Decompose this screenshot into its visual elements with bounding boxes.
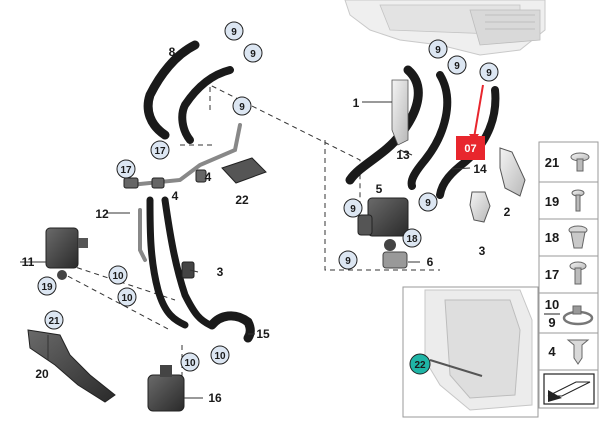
bubble-9-h: 9 bbox=[418, 192, 438, 212]
part-clip-3a bbox=[469, 191, 491, 223]
part-bracket-20 bbox=[27, 329, 116, 403]
bubble-9-b: 9 bbox=[243, 43, 263, 63]
label-part-5: 5 bbox=[376, 182, 383, 196]
label-part-14: 14 bbox=[473, 162, 487, 176]
svg-text:22: 22 bbox=[414, 360, 426, 371]
hardware-legend bbox=[538, 141, 599, 409]
highlight-flag bbox=[456, 136, 485, 160]
bubble-9-c: 9 bbox=[232, 96, 252, 116]
bubble-18: 18 bbox=[402, 228, 422, 248]
bubble-17-a: 17 bbox=[150, 140, 170, 160]
legend-4: 4 bbox=[548, 344, 556, 359]
bubble-9-i: 9 bbox=[338, 250, 358, 270]
bubble-callouts: 9 9 9 9 9 9 9 9 9 17 17 10 10 10 10 18 1… bbox=[37, 21, 499, 375]
label-part-20: 20 bbox=[35, 367, 49, 381]
label-part-3b: 3 bbox=[217, 265, 224, 279]
svg-text:9: 9 bbox=[350, 204, 356, 215]
svg-text:10: 10 bbox=[214, 351, 226, 362]
svg-text:19: 19 bbox=[41, 282, 53, 293]
part-valve-5 bbox=[357, 197, 409, 251]
screw-21-icon bbox=[570, 152, 590, 172]
svg-text:9: 9 bbox=[250, 49, 256, 60]
label-part-22: 22 bbox=[235, 193, 249, 207]
part-bracket-1 bbox=[362, 79, 409, 146]
label-part-11: 11 bbox=[22, 255, 35, 269]
svg-text:9: 9 bbox=[486, 68, 492, 79]
grommet-18-icon bbox=[568, 225, 588, 249]
bubble-19: 19 bbox=[37, 276, 57, 296]
svg-text:9: 9 bbox=[239, 102, 245, 113]
legend-numbers: 21 19 18 17 10 9 4 bbox=[544, 155, 560, 359]
label-part-13: 13 bbox=[396, 148, 410, 162]
label-part-6: 6 bbox=[427, 255, 434, 269]
part-fittings bbox=[123, 169, 207, 189]
label-part-3a: 3 bbox=[479, 244, 486, 258]
legend-18: 18 bbox=[545, 230, 559, 245]
svg-text:10: 10 bbox=[112, 271, 124, 282]
part-pad-22 bbox=[221, 157, 267, 184]
highlight-callout: 07 bbox=[456, 84, 485, 160]
svg-text:9: 9 bbox=[454, 61, 460, 72]
part-pump-16 bbox=[147, 365, 185, 412]
screw-17-icon bbox=[569, 261, 587, 285]
direction-arrow-icon bbox=[543, 373, 595, 405]
highlight-flag-label: 07 bbox=[464, 143, 476, 155]
clamp-10-9-icon bbox=[562, 305, 594, 326]
svg-text:9: 9 bbox=[435, 45, 441, 56]
svg-text:17: 17 bbox=[154, 146, 166, 157]
svg-text:9: 9 bbox=[425, 198, 431, 209]
legend-19: 19 bbox=[545, 194, 559, 209]
bubble-17-b: 17 bbox=[116, 159, 136, 179]
part-number-labels: 8 1 13 14 5 2 3 6 12 22 4 4 3 11 15 16 2… bbox=[22, 45, 511, 405]
rivet-4-icon bbox=[566, 339, 590, 365]
svg-text:10: 10 bbox=[184, 358, 196, 369]
label-part-2: 2 bbox=[504, 205, 511, 219]
legend-9: 9 bbox=[548, 315, 555, 330]
label-part-12: 12 bbox=[95, 207, 109, 221]
bubble-10-c: 10 bbox=[180, 352, 200, 372]
svg-text:10: 10 bbox=[121, 293, 133, 304]
svg-text:9: 9 bbox=[231, 27, 237, 38]
label-part-15: 15 bbox=[256, 327, 270, 341]
bubble-10-d: 10 bbox=[210, 345, 230, 365]
bubble-10-a: 10 bbox=[108, 265, 128, 285]
bubble-9-e: 9 bbox=[447, 55, 467, 75]
legend-21: 21 bbox=[545, 155, 559, 170]
svg-text:17: 17 bbox=[120, 165, 132, 176]
part-connector-6 bbox=[382, 251, 408, 269]
coolant-hoses bbox=[143, 40, 500, 343]
legend-17: 17 bbox=[545, 267, 559, 282]
part-pump-11 bbox=[45, 227, 88, 280]
bubble-22-inset: 22 bbox=[409, 353, 431, 375]
label-leader-lines bbox=[20, 149, 471, 399]
label-part-4b: 4 bbox=[172, 189, 179, 203]
label-part-4a: 4 bbox=[205, 170, 212, 184]
svg-text:21: 21 bbox=[48, 316, 60, 327]
bubble-9-g: 9 bbox=[343, 198, 363, 218]
legend-10: 10 bbox=[545, 297, 559, 312]
label-part-1: 1 bbox=[353, 96, 360, 110]
svg-text:9: 9 bbox=[345, 256, 351, 267]
part-bracket-2 bbox=[499, 147, 526, 197]
bubble-10-b: 10 bbox=[117, 287, 137, 307]
svg-text:18: 18 bbox=[406, 234, 418, 245]
bubble-21: 21 bbox=[44, 310, 64, 330]
bubble-9-f: 9 bbox=[479, 62, 499, 82]
bubble-9-d: 9 bbox=[428, 39, 448, 59]
label-part-8: 8 bbox=[169, 45, 176, 59]
engine-housing-illustration bbox=[344, 0, 546, 56]
part-clip-3b bbox=[181, 261, 195, 279]
bubble-9-a: 9 bbox=[224, 21, 244, 41]
screw-19-icon bbox=[571, 189, 585, 212]
label-part-16: 16 bbox=[208, 391, 222, 405]
inset-view-box bbox=[402, 286, 539, 418]
